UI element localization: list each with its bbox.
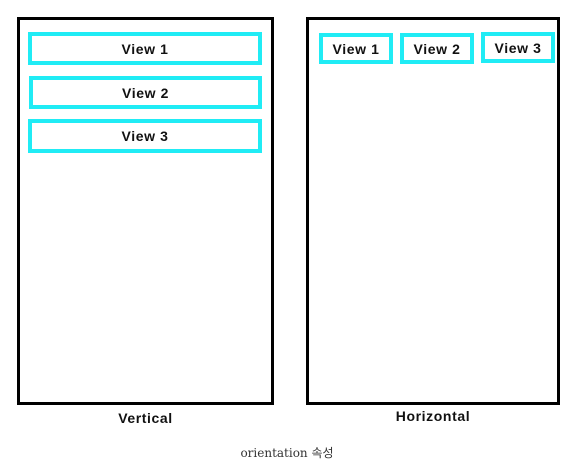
horizontal-view-3: View 3	[481, 32, 555, 63]
vertical-label: Vertical	[118, 410, 173, 426]
vertical-layout-frame: View 1 View 2 View 3	[17, 17, 274, 405]
vertical-view-3: View 3	[28, 119, 262, 153]
horizontal-layout-frame: View 1 View 2 View 3	[306, 17, 560, 405]
figure-caption: orientation 속성	[240, 446, 334, 460]
vertical-view-2: View 2	[29, 76, 262, 109]
horizontal-view-2: View 2	[400, 33, 474, 64]
vertical-view-1: View 1	[28, 32, 262, 65]
horizontal-label: Horizontal	[395, 408, 471, 424]
horizontal-view-1: View 1	[319, 33, 393, 64]
